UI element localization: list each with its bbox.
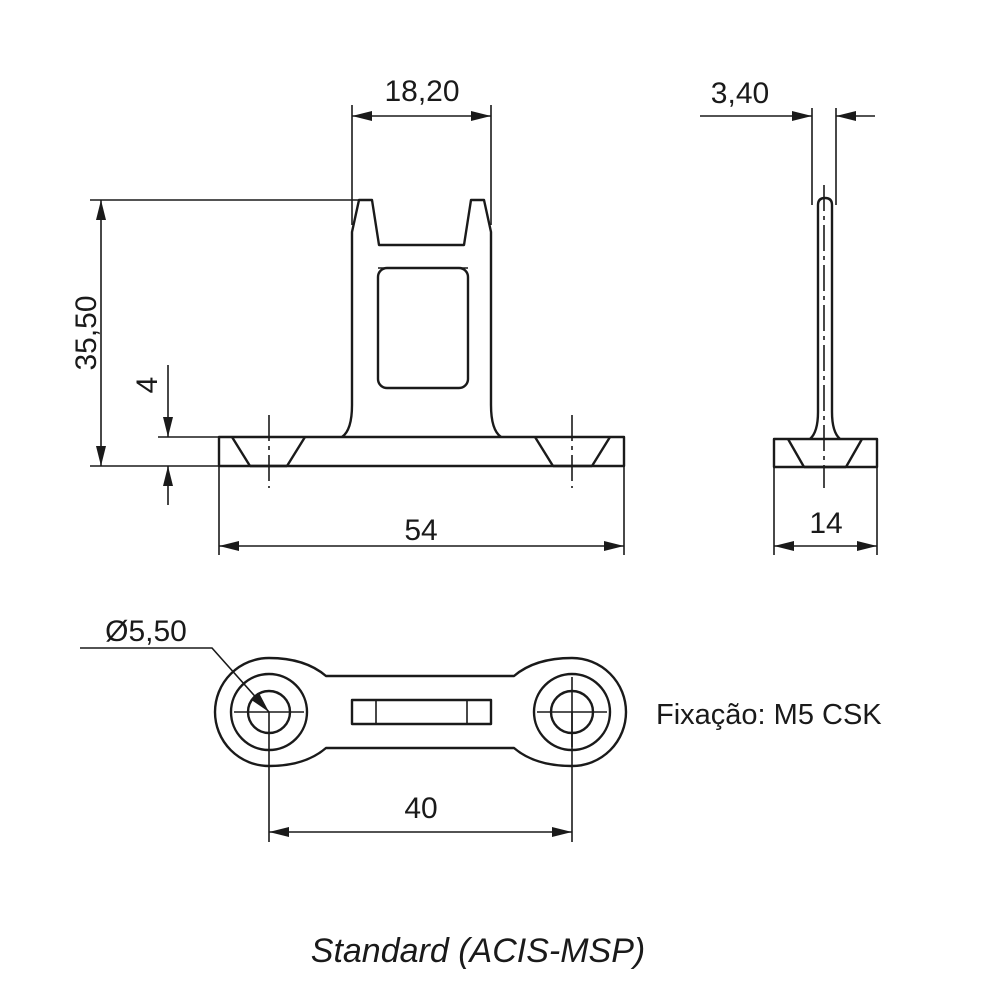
tongue-outline [341, 198, 502, 438]
dim-slot-width: 18,20 [351, 75, 492, 225]
dim-base-depth-label: 14 [809, 507, 842, 540]
dim-base-thickness-label: 4 [131, 377, 164, 394]
dim-tongue-thickness: 3,40 [700, 77, 875, 205]
side-countersink [786, 438, 864, 469]
dim-hole-spacing-label: 40 [404, 792, 437, 825]
dim-total-height: 35,50 [70, 199, 360, 467]
dim-hole-diameter-label: Ø5,50 [105, 615, 187, 648]
top-view [213, 656, 628, 768]
dim-base-depth: 14 [773, 467, 878, 555]
dim-hole-diameter: Ø5,50 [80, 615, 270, 713]
dim-base-length: 54 [218, 466, 625, 555]
dim-hole-spacing: 40 [268, 712, 573, 842]
base-plate [217, 435, 626, 468]
top-slot [350, 698, 493, 726]
drawing-caption: Standard (ACIS-MSP) [311, 932, 645, 970]
dim-total-height-label: 35,50 [70, 295, 103, 370]
side-view [772, 185, 879, 488]
dim-tongue-thickness-label: 3,40 [711, 77, 769, 110]
front-view [217, 198, 626, 488]
side-tongue [809, 196, 841, 440]
tongue-window [376, 266, 470, 390]
dim-base-thickness: 4 [131, 365, 218, 505]
dim-slot-width-label: 18,20 [384, 75, 459, 108]
dim-base-length-label: 54 [404, 514, 437, 547]
fixing-note: Fixação: M5 CSK [656, 699, 882, 731]
